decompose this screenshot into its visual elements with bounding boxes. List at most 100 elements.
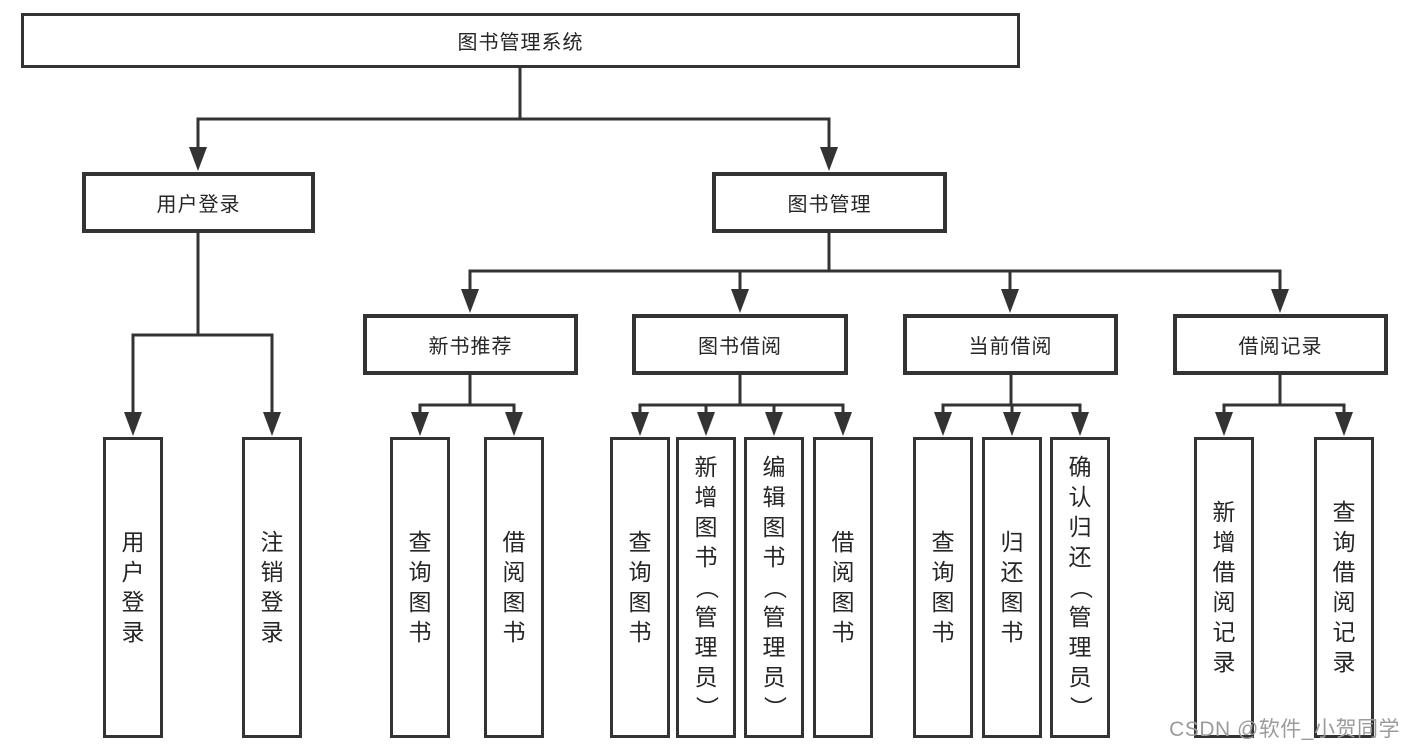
vertical-glyph: 录 bbox=[1212, 649, 1236, 675]
vertical-glyph: 登 bbox=[260, 589, 284, 615]
arrowhead-icon bbox=[1003, 412, 1021, 436]
arrowhead-icon bbox=[1335, 412, 1353, 436]
vertical-glyph: 录 bbox=[260, 619, 284, 645]
vertical-glyph: 书 bbox=[408, 619, 432, 645]
vertical-glyph: ） bbox=[1067, 696, 1094, 719]
vertical-glyph: 书 bbox=[694, 544, 718, 570]
leaf-query-borrow-record: 查询借阅记录 bbox=[1314, 437, 1374, 738]
leaf-logout: 注销登录 bbox=[242, 437, 302, 738]
leaf-query-books-recommend: 查询图书 bbox=[390, 437, 450, 738]
leaf-add-book-admin: 新增图书（管理员） bbox=[676, 437, 736, 738]
vertical-glyph: 增 bbox=[1212, 529, 1236, 555]
node-new-book-recommend: 新书推荐 bbox=[363, 314, 578, 375]
vertical-glyph: 图 bbox=[502, 589, 526, 615]
tree-edges bbox=[131, 66, 1346, 415]
vertical-glyph: 询 bbox=[628, 559, 652, 585]
vertical-glyph: ） bbox=[693, 696, 720, 719]
arrowhead-icon bbox=[1215, 412, 1233, 436]
vertical-glyph: 书 bbox=[831, 619, 855, 645]
arrowhead-icon bbox=[834, 412, 852, 436]
node-user-login: 用户登录 bbox=[82, 172, 315, 233]
leaf-add-borrow-record: 新增借阅记录 bbox=[1194, 437, 1254, 738]
vertical-glyph: 阅 bbox=[831, 559, 855, 585]
vertical-glyph: 借 bbox=[502, 529, 526, 555]
vertical-glyph: （ bbox=[761, 576, 788, 599]
vertical-glyph: 阅 bbox=[1332, 589, 1356, 615]
vertical-glyph: ） bbox=[761, 696, 788, 719]
vertical-glyph: 归 bbox=[1000, 529, 1024, 555]
vertical-glyph: 还 bbox=[1000, 559, 1024, 585]
vertical-glyph: 图 bbox=[762, 514, 786, 540]
vertical-glyph: 管 bbox=[694, 604, 718, 630]
vertical-glyph: 记 bbox=[1212, 619, 1236, 645]
arrowhead-icon bbox=[1071, 412, 1089, 436]
arrowhead-icon bbox=[934, 412, 952, 436]
vertical-glyph: 图 bbox=[628, 589, 652, 615]
arrowhead-icon bbox=[461, 289, 479, 313]
vertical-glyph: 员 bbox=[694, 664, 718, 690]
vertical-glyph: 询 bbox=[1332, 529, 1356, 555]
vertical-glyph: 增 bbox=[694, 484, 718, 510]
vertical-glyph: 借 bbox=[831, 529, 855, 555]
vertical-glyph: 理 bbox=[694, 634, 718, 660]
vertical-glyph: 认 bbox=[1068, 484, 1092, 510]
vertical-glyph: 新 bbox=[1212, 499, 1236, 525]
leaf-query-books-current: 查询图书 bbox=[913, 437, 973, 738]
node-book-management: 图书管理 bbox=[712, 172, 947, 233]
vertical-glyph: 图 bbox=[831, 589, 855, 615]
vertical-glyph: 管 bbox=[1068, 604, 1092, 630]
vertical-glyph: 图 bbox=[694, 514, 718, 540]
vertical-glyph: 借 bbox=[1332, 559, 1356, 585]
arrowhead-icon bbox=[731, 289, 749, 313]
vertical-glyph: 录 bbox=[1332, 649, 1356, 675]
vertical-glyph: 归 bbox=[1068, 514, 1092, 540]
leaf-return-book: 归还图书 bbox=[982, 437, 1042, 738]
node-book-borrow: 图书借阅 bbox=[632, 314, 848, 375]
leaf-edit-book-admin: 编辑图书（管理员） bbox=[744, 437, 804, 738]
leaf-borrow-books-recommend: 借阅图书 bbox=[484, 437, 544, 738]
vertical-glyph: 确 bbox=[1068, 454, 1092, 480]
vertical-glyph: 书 bbox=[762, 544, 786, 570]
vertical-glyph: 阅 bbox=[502, 559, 526, 585]
vertical-glyph: （ bbox=[1067, 576, 1094, 599]
vertical-glyph: 理 bbox=[762, 634, 786, 660]
vertical-glyph: 图 bbox=[1000, 589, 1024, 615]
arrowhead-icon bbox=[1001, 289, 1019, 313]
arrowhead-icon bbox=[765, 412, 783, 436]
vertical-glyph: 图 bbox=[408, 589, 432, 615]
node-borrow-records: 借阅记录 bbox=[1173, 314, 1388, 375]
arrowhead-icon bbox=[505, 412, 523, 436]
vertical-glyph: 图 bbox=[931, 589, 955, 615]
arrowhead-icon bbox=[820, 147, 838, 171]
vertical-glyph: 借 bbox=[1212, 559, 1236, 585]
vertical-glyph: 还 bbox=[1068, 544, 1092, 570]
leaf-confirm-return-admin: 确认归还 （ 管理员 ） bbox=[1050, 437, 1110, 738]
vertical-glyph: 员 bbox=[1068, 664, 1092, 690]
vertical-glyph: 书 bbox=[628, 619, 652, 645]
vertical-glyph: 查 bbox=[1332, 499, 1356, 525]
arrowhead-icon bbox=[411, 412, 429, 436]
arrowheads bbox=[124, 147, 1353, 436]
vertical-glyph: 书 bbox=[1000, 619, 1024, 645]
arrowhead-icon bbox=[189, 147, 207, 171]
arrowhead-icon bbox=[697, 412, 715, 436]
vertical-glyph: 查 bbox=[408, 529, 432, 555]
vertical-glyph: 注 bbox=[260, 529, 284, 555]
leaf-user-login: 用户登录 bbox=[103, 437, 163, 738]
vertical-glyph: （ bbox=[693, 576, 720, 599]
vertical-glyph: 辑 bbox=[762, 484, 786, 510]
leaf-borrow-books: 借阅图书 bbox=[813, 437, 873, 738]
csdn-watermark: CSDN @软件_小贺同学 bbox=[1169, 718, 1400, 741]
leaf-query-books-borrow: 查询图书 bbox=[610, 437, 670, 738]
vertical-glyph: 书 bbox=[931, 619, 955, 645]
vertical-glyph: 查 bbox=[628, 529, 652, 555]
vertical-glyph: 理 bbox=[1068, 634, 1092, 660]
vertical-glyph: 阅 bbox=[1212, 589, 1236, 615]
vertical-glyph: 销 bbox=[260, 559, 284, 585]
vertical-glyph: 编 bbox=[762, 454, 786, 480]
vertical-glyph: 询 bbox=[408, 559, 432, 585]
arrowhead-icon bbox=[1271, 289, 1289, 313]
vertical-glyph: 查 bbox=[931, 529, 955, 555]
